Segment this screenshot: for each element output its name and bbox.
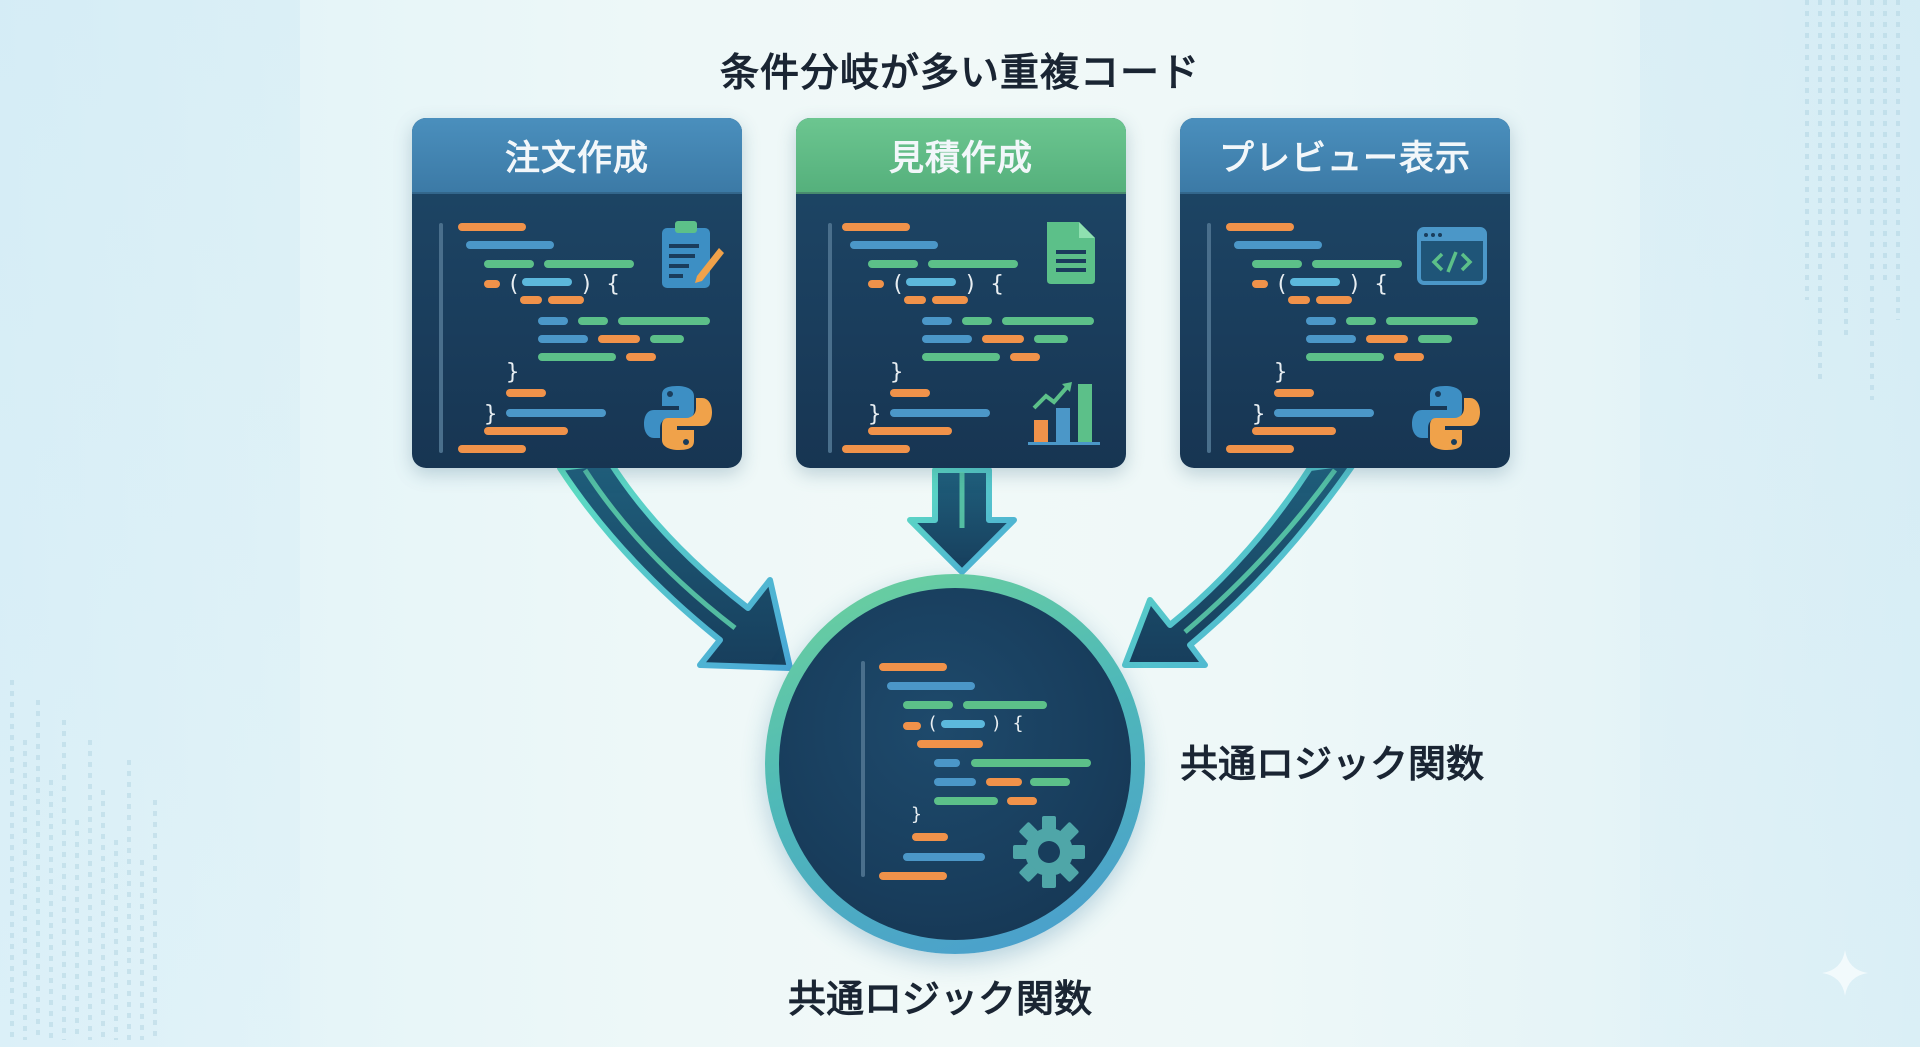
code-window-icon (1417, 227, 1487, 285)
background-code-rain-right (1805, 0, 1900, 420)
background-right-panel (1640, 0, 1920, 1047)
gear-icon (1013, 816, 1085, 888)
code-snippet: ( ) { } } (1180, 194, 1510, 468)
card-title: 見積作成 (796, 118, 1126, 194)
python-logo-icon (644, 386, 712, 450)
growth-chart-icon (1028, 382, 1100, 445)
document-icon (1047, 222, 1095, 284)
common-logic-circle: ( ) { } (765, 574, 1145, 954)
arrow-center (907, 467, 1017, 575)
card-title: 注文作成 (412, 118, 742, 194)
background-left-panel (0, 0, 300, 1047)
common-logic-label-side: 共通ロジック関数 (1180, 742, 1485, 786)
background-code-rain-left (10, 680, 157, 1047)
diagram-title: 条件分岐が多い重複コード (719, 51, 1200, 96)
sparkle-icon (1822, 950, 1868, 996)
arrow-right (1122, 459, 1358, 668)
card-title: プレビュー表示 (1180, 118, 1510, 194)
code-card-preview: プレビュー表示 ( ) { } } (1180, 118, 1510, 468)
common-logic-label-bottom: 共通ロジック関数 (0, 968, 1920, 1023)
clipboard-edit-icon (662, 221, 724, 288)
common-logic-label-text: 共通ロジック関数 (787, 977, 1092, 1021)
code-snippet: ( ) { } } (412, 194, 742, 468)
code-card-order: 注文作成 ( ) { } } (412, 118, 742, 468)
code-card-quote: 見積作成 ( ) { } } (796, 118, 1126, 468)
arrow-left (557, 459, 793, 671)
python-logo-icon (1412, 386, 1480, 450)
code-snippet: ( ) { } (779, 588, 1131, 940)
code-snippet: ( ) { } } (796, 194, 1126, 468)
